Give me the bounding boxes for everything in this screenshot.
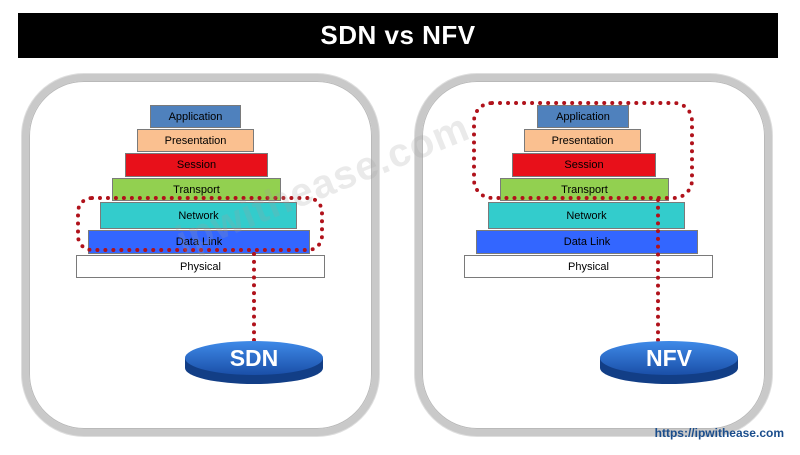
layer-label: Network — [566, 209, 607, 222]
sdn-layer-physical: Physical — [76, 255, 325, 278]
sdn-disc: SDN — [182, 338, 326, 386]
layer-label: Transport — [173, 183, 220, 196]
layer-label: Application — [168, 110, 223, 123]
nfv-label: NFV — [646, 345, 692, 371]
page-title: SDN vs NFV — [320, 20, 476, 50]
footer-url: https://ipwithease.com — [654, 426, 784, 440]
nfv-connector-line — [656, 198, 660, 350]
sdn-layer-application: Application — [150, 105, 241, 128]
nfv-layer-physical: Physical — [464, 255, 713, 278]
sdn-label: SDN — [229, 345, 279, 371]
layer-label: Presentation — [164, 134, 227, 147]
nfv-layer-data-link: Data Link — [476, 230, 698, 254]
sdn-connector-line — [252, 252, 256, 350]
layer-label: Physical — [568, 260, 609, 273]
sdn-layer-session: Session — [125, 153, 268, 177]
layer-label: Session — [176, 159, 217, 171]
nfv-disc: NFV — [597, 338, 741, 386]
nfv-highlight-box — [472, 101, 694, 200]
sdn-highlight-box — [76, 196, 324, 252]
nfv-disc-shape — [600, 341, 738, 384]
sdn-disc-shape — [185, 341, 323, 384]
sdn-layer-presentation: Presentation — [137, 129, 254, 152]
title-bar: SDN vs NFV — [18, 13, 778, 58]
layer-label: Data Link — [563, 236, 611, 248]
